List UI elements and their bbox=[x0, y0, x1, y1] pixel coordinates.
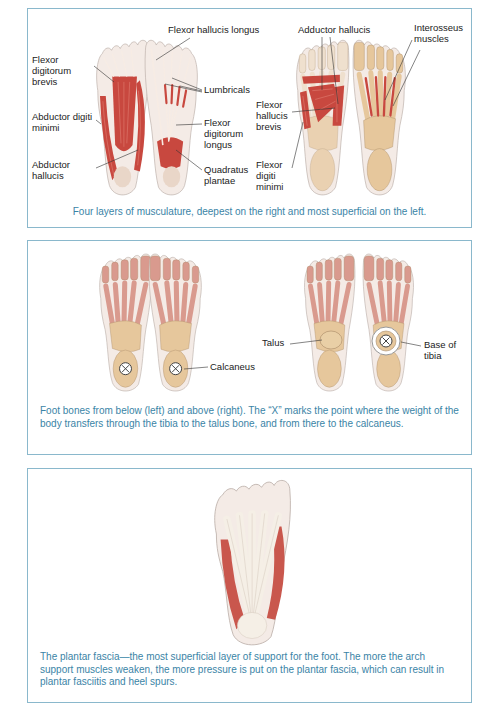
drawing-use bbox=[364, 256, 411, 387]
drawing-use bbox=[354, 42, 403, 190]
figure-panel: Four layers of musculature, deepest on t… bbox=[27, 8, 472, 228]
drawing-line bbox=[172, 78, 202, 90]
drawing-g bbox=[120, 335, 393, 375]
drawing-use bbox=[145, 40, 197, 195]
part-label: Quadratus plantae bbox=[204, 165, 254, 187]
drawing-circle bbox=[372, 327, 400, 355]
drawing-ellipse bbox=[320, 331, 342, 349]
part-label: Abductor hallucis bbox=[32, 160, 92, 182]
figure-caption: Four layers of musculature, deepest on t… bbox=[40, 206, 459, 219]
figure-panel: The plantar fascia—the most superficial … bbox=[27, 468, 472, 703]
drawing-g bbox=[149, 254, 201, 391]
drawing-line bbox=[96, 150, 138, 168]
drawing-use bbox=[97, 40, 149, 195]
part-label: Talus bbox=[262, 338, 292, 349]
part-label: Flexor digiti minimi bbox=[256, 160, 291, 193]
part-label: Adductor hallucis bbox=[298, 25, 408, 36]
drawing-line bbox=[290, 340, 322, 344]
drawing-g bbox=[353, 40, 405, 195]
part-label: Flexor digitorum brevis bbox=[32, 55, 92, 88]
part-label: Flexor hallucis brevis bbox=[256, 100, 291, 133]
part-label: Calcaneus bbox=[210, 362, 270, 373]
drawing-line bbox=[322, 37, 323, 90]
drawing-use bbox=[102, 256, 151, 387]
drawing-line bbox=[393, 50, 420, 106]
drawing-line bbox=[176, 124, 202, 125]
drawing-use bbox=[363, 254, 413, 391]
drawing-use bbox=[149, 254, 201, 391]
drawing-g bbox=[363, 254, 413, 391]
drawing-line bbox=[172, 365, 179, 372]
drawing-use bbox=[151, 49, 190, 188]
drawing-circle bbox=[170, 363, 182, 375]
drawing-use bbox=[215, 480, 291, 644]
drawing-use bbox=[100, 254, 152, 391]
drawing-line bbox=[383, 338, 390, 345]
drawing-line bbox=[176, 150, 202, 170]
drawing-use bbox=[304, 254, 354, 391]
drawing-circle bbox=[376, 331, 396, 351]
drawing-line bbox=[385, 40, 412, 100]
drawing-line bbox=[165, 84, 202, 92]
part-label: Flexor digitorum longus bbox=[204, 118, 252, 151]
figure-panel: Foot bones from below (left) and above (… bbox=[27, 240, 472, 455]
drawing-use bbox=[297, 40, 349, 195]
drawing-line bbox=[184, 367, 208, 369]
part-label: Base of tibia bbox=[424, 340, 468, 362]
drawing-use bbox=[150, 256, 199, 387]
drawing-use bbox=[353, 40, 405, 195]
drawing-use bbox=[307, 256, 354, 387]
drawing-circle bbox=[380, 335, 392, 347]
drawing-line bbox=[401, 342, 421, 346]
drawing-line bbox=[292, 122, 303, 168]
drawing-g bbox=[145, 40, 197, 195]
drawing-g bbox=[94, 37, 420, 170]
part-label: Lumbricals bbox=[204, 85, 274, 96]
drawing-line bbox=[96, 120, 101, 124]
drawing-line bbox=[94, 66, 114, 82]
drawing-line bbox=[330, 37, 338, 104]
figure-caption: The plantar fascia—the most superficial … bbox=[40, 651, 459, 689]
drawing-use bbox=[299, 42, 348, 190]
part-label: Interosseus muscles bbox=[414, 23, 469, 45]
part-label: Flexor hallucis longus bbox=[168, 25, 308, 36]
drawing-line bbox=[122, 365, 129, 372]
drawing-line bbox=[292, 108, 335, 112]
drawing-use bbox=[221, 513, 285, 638]
figure-caption: Foot bones from below (left) and above (… bbox=[40, 405, 459, 430]
drawing-line bbox=[172, 365, 179, 372]
drawing-line bbox=[383, 338, 390, 345]
drawing-use bbox=[100, 49, 145, 187]
drawing-use bbox=[366, 78, 395, 116]
drawing-line bbox=[156, 38, 190, 60]
drawing-circle bbox=[120, 363, 132, 375]
part-label: Abductor digiti minimi bbox=[32, 112, 96, 134]
drawing-line bbox=[122, 365, 129, 372]
drawing-line bbox=[180, 86, 202, 91]
